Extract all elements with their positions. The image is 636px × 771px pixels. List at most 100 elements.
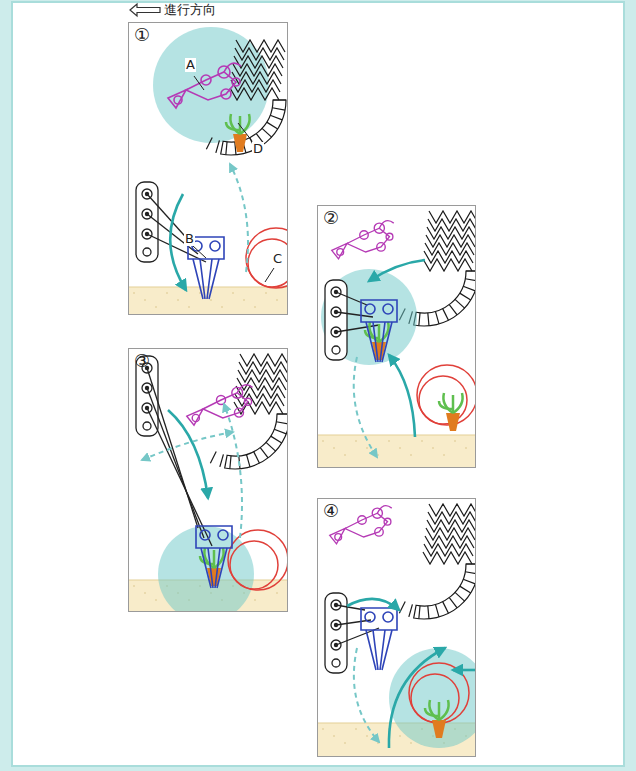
illustration-circle — [276, 592, 278, 594]
illustration-circle — [334, 623, 338, 627]
illustration-path — [439, 700, 449, 720]
part-letter: B — [184, 232, 195, 246]
illustration-circle — [375, 528, 384, 537]
illustration-path — [237, 385, 252, 393]
illustration-circle — [145, 192, 149, 196]
illustration-circle — [355, 440, 357, 442]
illustration-circle — [133, 292, 135, 294]
illustration-g — [196, 526, 232, 588]
illustration-line — [466, 563, 476, 564]
illustration-circle — [142, 229, 152, 239]
illustration-circle — [344, 454, 346, 456]
illustration-circle — [221, 306, 223, 308]
illustration-line — [435, 311, 439, 324]
illustration-path — [225, 414, 288, 469]
illustration-path — [432, 720, 446, 738]
illustration-path — [438, 702, 441, 720]
illustration-rect — [317, 435, 476, 468]
illustration-circle — [432, 447, 434, 449]
illustration-circle — [377, 742, 379, 744]
illustration-g — [361, 608, 397, 670]
illustration-circle — [155, 306, 157, 308]
illustration-path — [446, 413, 460, 431]
illustration-line — [443, 602, 449, 614]
illustration-circle — [145, 212, 149, 216]
illustration-g — [439, 393, 463, 413]
illustration-line — [428, 606, 429, 619]
illustration-path — [240, 354, 288, 366]
illustration-path — [453, 393, 463, 413]
illustration-g — [187, 385, 253, 425]
illustration-circle — [355, 728, 357, 730]
illustration-line — [336, 325, 379, 332]
illustration-path — [389, 648, 445, 748]
step-number: ② — [318, 206, 339, 227]
illustration-path — [142, 432, 233, 460]
illustration-circle — [410, 454, 412, 456]
illustration-path — [130, 4, 160, 16]
illustration-path — [414, 564, 476, 619]
illustration-g — [361, 300, 397, 362]
illustration-circle — [465, 447, 467, 449]
step-panel: ③ — [128, 348, 288, 612]
illustration-circle — [217, 396, 226, 405]
illustration-line — [435, 604, 439, 617]
illustration-path — [423, 259, 472, 271]
illustration-circle — [365, 304, 375, 314]
illustration-circle — [333, 735, 335, 737]
illustration-circle — [411, 674, 459, 722]
illustration-circle — [372, 508, 382, 518]
illustration-circle — [344, 742, 346, 744]
illustration-line — [419, 606, 420, 619]
illustration-line — [230, 456, 231, 469]
illustration-line — [443, 309, 449, 321]
illustration-circle — [331, 640, 341, 650]
illustration-g — [188, 237, 224, 299]
illustration-circle — [145, 232, 149, 236]
illustration-circle — [155, 599, 157, 601]
illustration-line — [276, 422, 288, 424]
illustration-circle — [254, 306, 256, 308]
illustration-circle — [383, 304, 393, 314]
illustration-line — [210, 452, 216, 464]
illustration-path — [265, 268, 274, 282]
illustration-line — [254, 452, 260, 464]
direction-label: 進行方向 — [163, 3, 217, 17]
illustration-path — [354, 648, 379, 742]
illustration-circle — [145, 406, 149, 410]
illustration-path — [365, 330, 379, 338]
illustration-circle — [246, 228, 288, 288]
illustration-rect — [12, 2, 624, 766]
illustration-circle — [218, 530, 228, 540]
illustration-g — [128, 348, 288, 612]
step-panel: ④ — [317, 498, 476, 757]
illustration-circle — [334, 603, 338, 607]
illustration-line — [147, 368, 198, 528]
illustration-path — [233, 134, 247, 152]
illustration-circle — [188, 306, 190, 308]
illustration-circle — [417, 365, 476, 425]
illustration-line — [317, 435, 476, 436]
illustration-line — [262, 128, 272, 137]
step-number: ① — [129, 23, 150, 44]
illustration-circle — [144, 592, 146, 594]
illustration-circle — [331, 287, 341, 297]
illustration-rect — [136, 182, 158, 262]
illustration-path — [187, 409, 203, 425]
illustration-circle — [409, 663, 469, 723]
illustration-circle — [221, 89, 231, 99]
illustration-circle — [334, 310, 338, 314]
illustration-g — [188, 237, 224, 299]
illustration-line — [220, 454, 224, 466]
illustration-path — [193, 246, 206, 258]
illustration-line — [260, 448, 268, 458]
part-letter: D — [252, 142, 264, 156]
illustration-circle — [377, 454, 379, 456]
illustration-path — [369, 260, 425, 281]
illustration-circle — [210, 299, 212, 301]
illustration-line — [226, 142, 227, 155]
illustration-circle — [322, 440, 324, 442]
illustration-path — [168, 90, 186, 108]
illustration-path — [332, 244, 347, 259]
